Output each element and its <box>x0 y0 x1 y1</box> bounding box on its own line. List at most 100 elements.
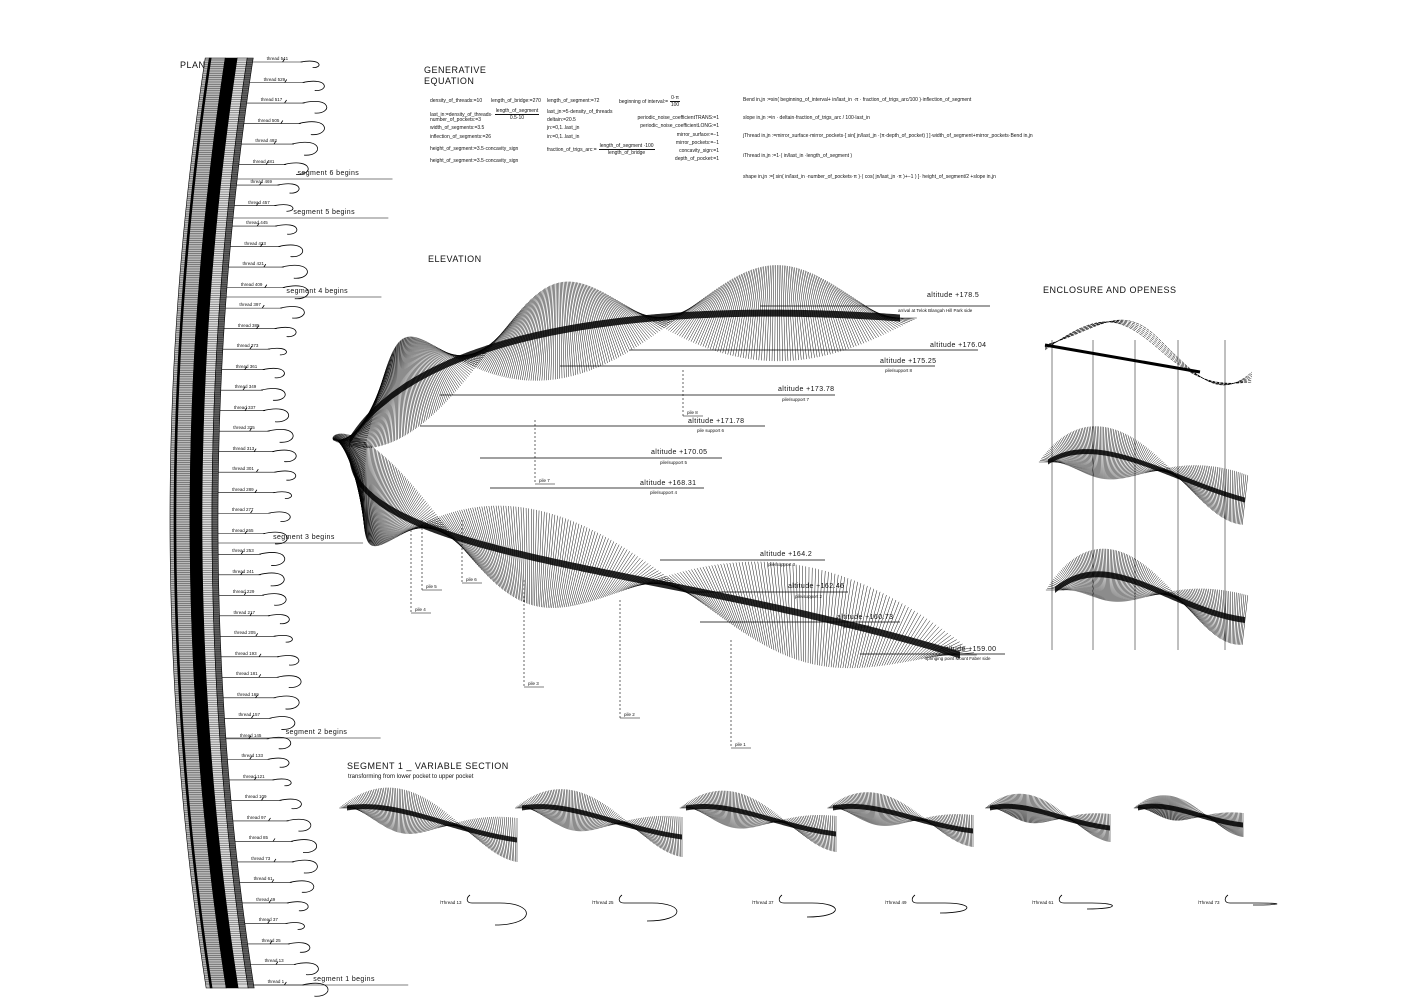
altitude-sublabel: pile/support 8 <box>885 368 913 373</box>
plan-thread-label: thread 301 <box>232 466 254 472</box>
plan-thread-label: thread 373 <box>236 343 259 349</box>
plan-thread-label: thread 241 <box>232 568 255 574</box>
thread-hook <box>258 674 302 688</box>
plan-thread-label: thread 361 <box>235 363 258 369</box>
ribbon-deck <box>522 804 682 840</box>
equation-title-line2: EQUATION <box>424 76 475 86</box>
wireframe-ribbon <box>1044 319 1253 386</box>
altitude-sublabel: pile/support 3 <box>768 562 796 567</box>
pile-label: pile 1 <box>735 742 746 747</box>
thread-hook <box>259 181 300 194</box>
altitude-label: altitude +160.73 <box>837 614 894 621</box>
altitude-sublabel: pile/support 1 <box>843 624 871 629</box>
thread-hook <box>261 797 302 810</box>
section-thread-label: lThread 73 <box>1198 900 1220 905</box>
eq-last-jn: last_jn:=5·density_of_threads <box>547 109 613 115</box>
thread-hook <box>255 469 296 481</box>
eq-jthread: jThread in,jn :=mirror_surface·mirror_po… <box>743 133 1033 139</box>
thread-hook <box>275 961 319 976</box>
eq-fraction-num: length_of_segment ·100 <box>598 143 655 150</box>
plan-thread-label: thread 481 <box>252 158 275 164</box>
altitude-sublabel: pile/support 7 <box>782 397 810 402</box>
thread-hook <box>284 981 329 997</box>
altitude-label: altitude +176.04 <box>930 342 987 349</box>
eq-noise-trans: periodic_noise_coefficientTRANS:=1 <box>637 115 719 121</box>
plan-thread-label: thread 385 <box>238 322 260 328</box>
eq-shape: shape in,jn :=[ sin( in/last_in ·number_… <box>743 174 996 180</box>
eq-width: width_of_segments:=3.5 <box>430 125 485 131</box>
eq-jn: jn:=0,1..last_jn <box>547 125 580 131</box>
altitude-label: altitude +170.05 <box>651 449 708 456</box>
plan-thread-label: thread 397 <box>239 302 261 308</box>
plan-thread-label: thread 409 <box>240 281 263 287</box>
eq-length-segment: length_of_segment:=72 <box>547 98 600 104</box>
eq-length-bridge: length_of_bridge:=270 <box>491 98 541 104</box>
thread-hook <box>268 899 309 912</box>
thread-hook <box>253 448 297 463</box>
pile-label: pile 7 <box>539 478 550 483</box>
plan-thread-label: thread 337 <box>233 404 256 410</box>
section-thread-label: lThread 61 <box>1032 900 1054 905</box>
thread-hook <box>255 633 293 643</box>
thread-hook <box>254 489 292 499</box>
plan-thread-label: thread 253 <box>232 548 254 554</box>
thread-hook <box>250 715 296 730</box>
ribbon-threads <box>1045 548 1249 645</box>
pile-label: pile 5 <box>426 584 437 589</box>
ribbon-deck <box>1138 803 1243 828</box>
plan-thread-label: thread 181 <box>236 671 258 677</box>
section-subtitle: transforming from lower pocket to upper … <box>348 774 474 780</box>
pile-label: pile 4 <box>415 607 426 612</box>
eq-mirror-surface: mirror_surface:=−1 <box>676 131 719 138</box>
altitude-label: altitude +173.78 <box>778 386 835 393</box>
plan-thread-label: thread 37 <box>258 917 278 923</box>
plan-thread-label: thread 529 <box>263 76 286 82</box>
thread-hook <box>267 920 305 930</box>
section-drawings <box>339 787 1278 926</box>
plan-segment-label: segment 6 begins <box>297 170 360 177</box>
plan-outer-band <box>211 57 255 989</box>
thread-hook <box>273 858 318 874</box>
plan-thread-label: thread 457 <box>248 199 270 205</box>
thread-hook <box>248 735 292 750</box>
eq-beginning-den: 100 <box>670 102 680 108</box>
thread-hook <box>244 530 288 545</box>
plan-thread-label: thread 277 <box>232 507 254 513</box>
ribbon-threads <box>1133 795 1244 837</box>
thread-hook <box>272 838 318 853</box>
thread-hook <box>240 571 285 587</box>
plan-segment-label: segment 4 begins <box>286 288 349 295</box>
pile-label: pile 8 <box>687 410 698 415</box>
plan-thread-label: thread 85 <box>249 835 269 841</box>
thread-hook <box>243 592 287 606</box>
thread-hook <box>249 345 287 356</box>
eq-ithread: iThread in,jn :=1·( in/last_in ·length_o… <box>743 153 853 159</box>
thread-hook <box>256 325 297 337</box>
plan-thread-label: thread 13 <box>264 958 284 964</box>
altitude-label: altitude +162.46 <box>788 583 845 590</box>
thread-hook <box>282 58 320 69</box>
thread-hook <box>255 694 300 710</box>
thread-hook <box>240 551 286 566</box>
eq-height-2: height_of_segment:=3.5·concavity_sign <box>430 158 519 164</box>
eq-beginning-text: beginning of interval:= <box>619 98 669 105</box>
plan-hatching <box>170 59 254 985</box>
ribbon-threads <box>985 793 1111 842</box>
pile-label: pile 2 <box>624 712 635 717</box>
eq-depth: depth_of_pocket:=1 <box>674 156 719 163</box>
thread-hook <box>242 386 286 401</box>
ribbon-deck <box>686 803 836 837</box>
altitude-label: altitude +164.2 <box>760 551 813 558</box>
eq-noise-long: periodic_noise_coefficientLONG:=1 <box>640 123 719 130</box>
section-thread-label: lThread 49 <box>885 900 907 905</box>
eq-beginning-num: 0·π <box>670 95 680 102</box>
plan-thread-label: thread 349 <box>234 384 257 390</box>
section-thread-curve <box>466 894 527 926</box>
thread-hook <box>258 653 300 666</box>
enclosure-drawing <box>1038 319 1253 650</box>
thread-hook <box>254 776 292 787</box>
enclosure-title: ENCLOSURE AND OPENESS <box>1043 285 1177 295</box>
thread-hook <box>261 304 305 319</box>
altitude-label: altitude +175.25 <box>880 358 937 365</box>
